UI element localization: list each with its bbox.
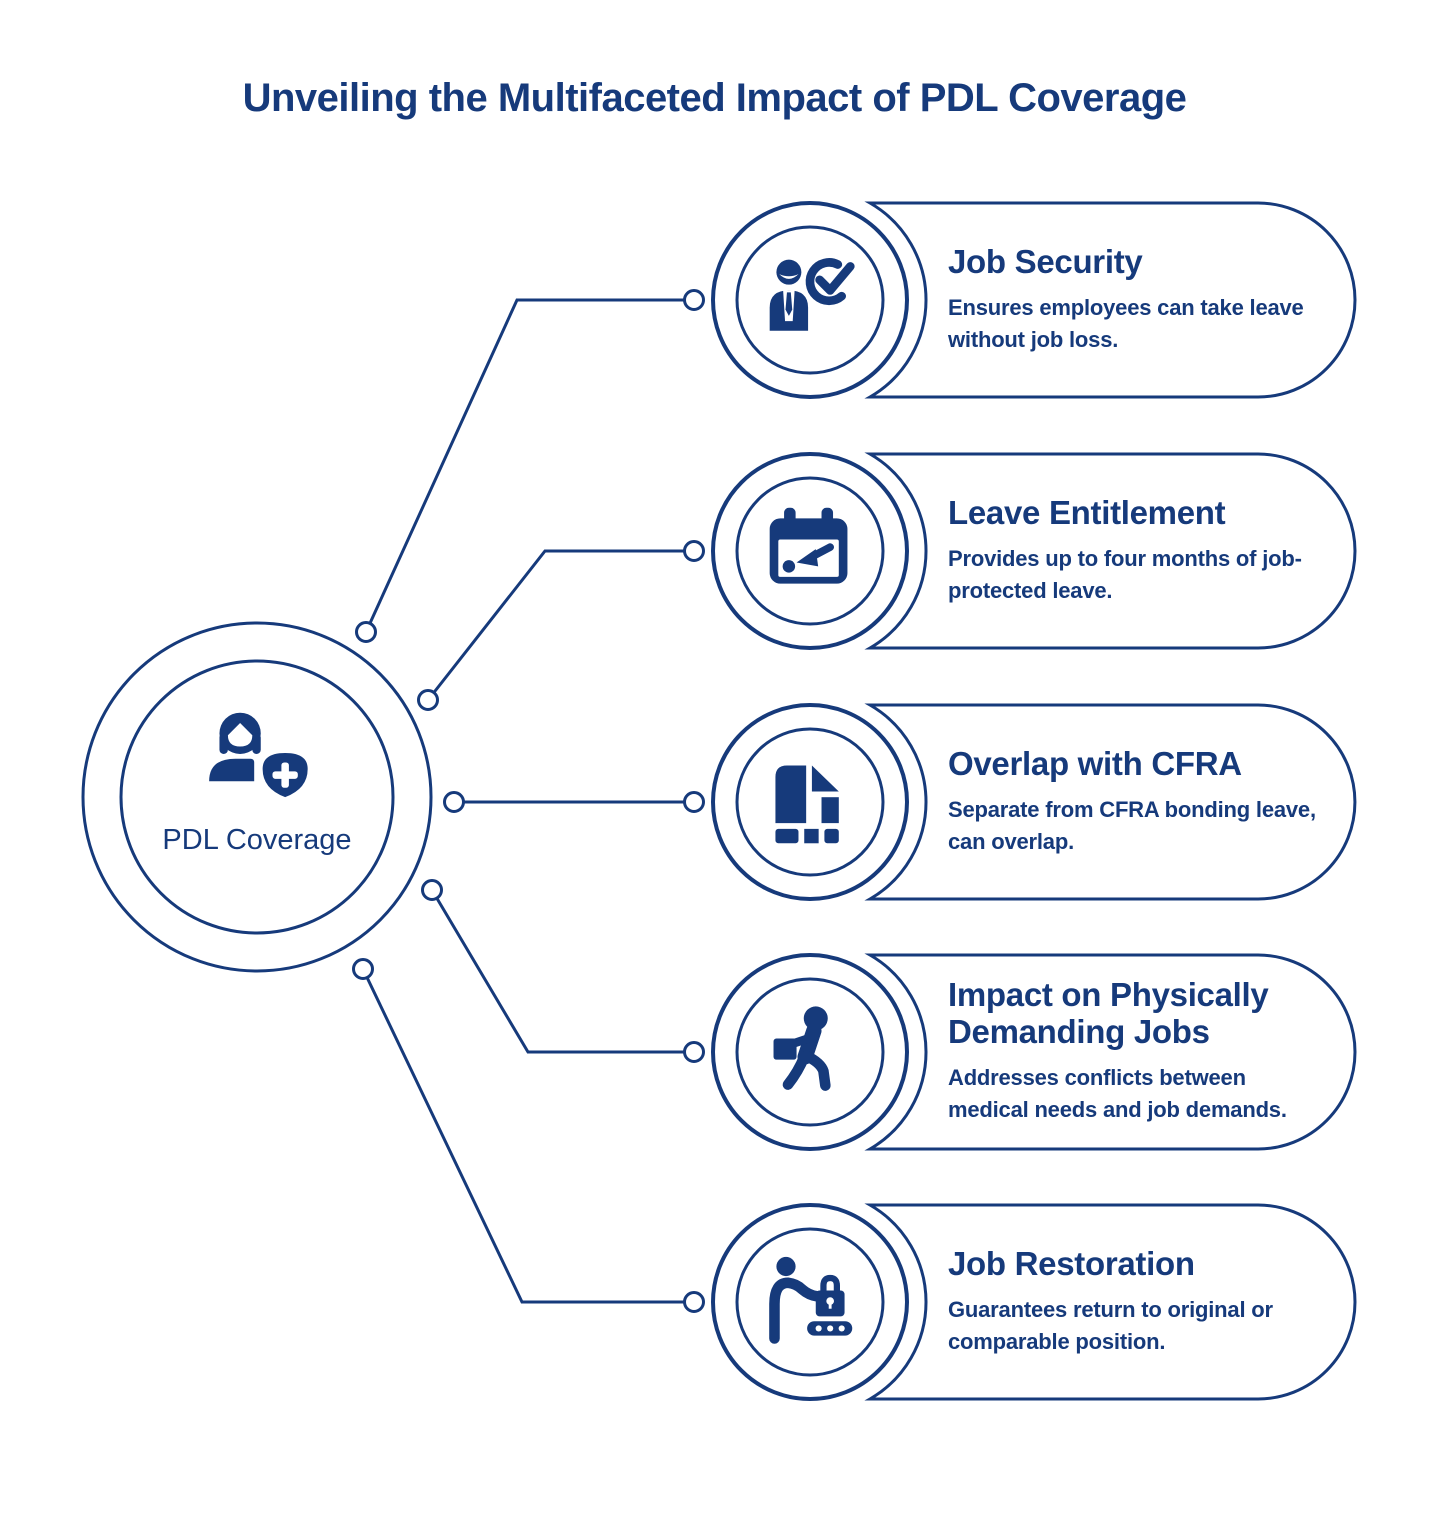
card-outline-overlap-cfra	[864, 703, 1357, 901]
node-ring-outer-job-restoration	[711, 1203, 909, 1401]
branch-card-job-restoration: Job Restoration Guarantees return to ori…	[948, 1213, 1328, 1391]
connector-terminals	[352, 289, 705, 1313]
node-ring-inner-impact-jobs	[735, 977, 885, 1127]
connector-job-security	[364, 298, 694, 633]
node-ring-inner-job-security	[735, 225, 885, 375]
woman-shield-plus-icon	[209, 712, 308, 798]
branch-description: Ensures employees can take leave without…	[948, 294, 1304, 353]
center-node-label: PDL Coverage	[162, 824, 352, 856]
branch-description: Addresses conflicts between medical need…	[948, 1064, 1287, 1123]
node-ring-inner-leave-entitlement	[735, 476, 885, 626]
node-ring-outer-leave-entitlement	[711, 452, 909, 650]
branch-title: Overlap with CFRA	[948, 744, 1242, 782]
connector-impact-jobs	[430, 889, 694, 1054]
branch-card-leave-entitlement: Leave Entitlement Provides up to four mo…	[948, 462, 1328, 640]
page-title: Unveiling the Multifaceted Impact of PDL…	[242, 76, 1187, 120]
node-ring-outer-impact-jobs	[711, 953, 909, 1151]
document-tiles-icon	[775, 765, 839, 844]
person-check-icon	[769, 258, 855, 331]
branch-title: Job Security	[948, 242, 1143, 280]
connector-job-restoration	[361, 968, 694, 1304]
branch-description: Provides up to four months of job-protec…	[948, 545, 1302, 604]
node-ring-inner-job-restoration	[735, 1227, 885, 1377]
connector-lines	[361, 298, 694, 1304]
node-ring-outer-job-security	[711, 201, 909, 399]
branch-description: Guarantees return to original or compara…	[948, 1296, 1273, 1355]
branch-title: Impact on Physically Demanding Jobs	[948, 976, 1269, 1050]
card-outline-impact-jobs	[864, 953, 1357, 1151]
connector-leave-entitlement	[426, 549, 694, 701]
card-outline-job-restoration	[864, 1203, 1357, 1401]
branch-title: Job Restoration	[948, 1244, 1195, 1282]
node-ring-outer-overlap-cfra	[711, 703, 909, 901]
card-outline-job-security	[864, 201, 1357, 399]
branch-title: Leave Entitlement	[948, 493, 1226, 531]
branch-card-job-security: Job Security Ensures employees can take …	[948, 211, 1328, 389]
branch-card-impact-jobs: Impact on Physically Demanding Jobs Addr…	[948, 963, 1328, 1141]
person-carrying-box-icon	[773, 1006, 831, 1091]
calendar-arrow-icon	[769, 507, 848, 584]
node-ring-inner-overlap-cfra	[735, 727, 885, 877]
center-node-rings	[81, 621, 433, 973]
branch-description: Separate from CFRA bonding leave, can ov…	[948, 796, 1316, 855]
card-outline-leave-entitlement	[864, 452, 1357, 650]
person-luggage-icon	[769, 1256, 853, 1344]
branch-card-overlap-cfra: Overlap with CFRA Separate from CFRA bon…	[948, 713, 1328, 891]
